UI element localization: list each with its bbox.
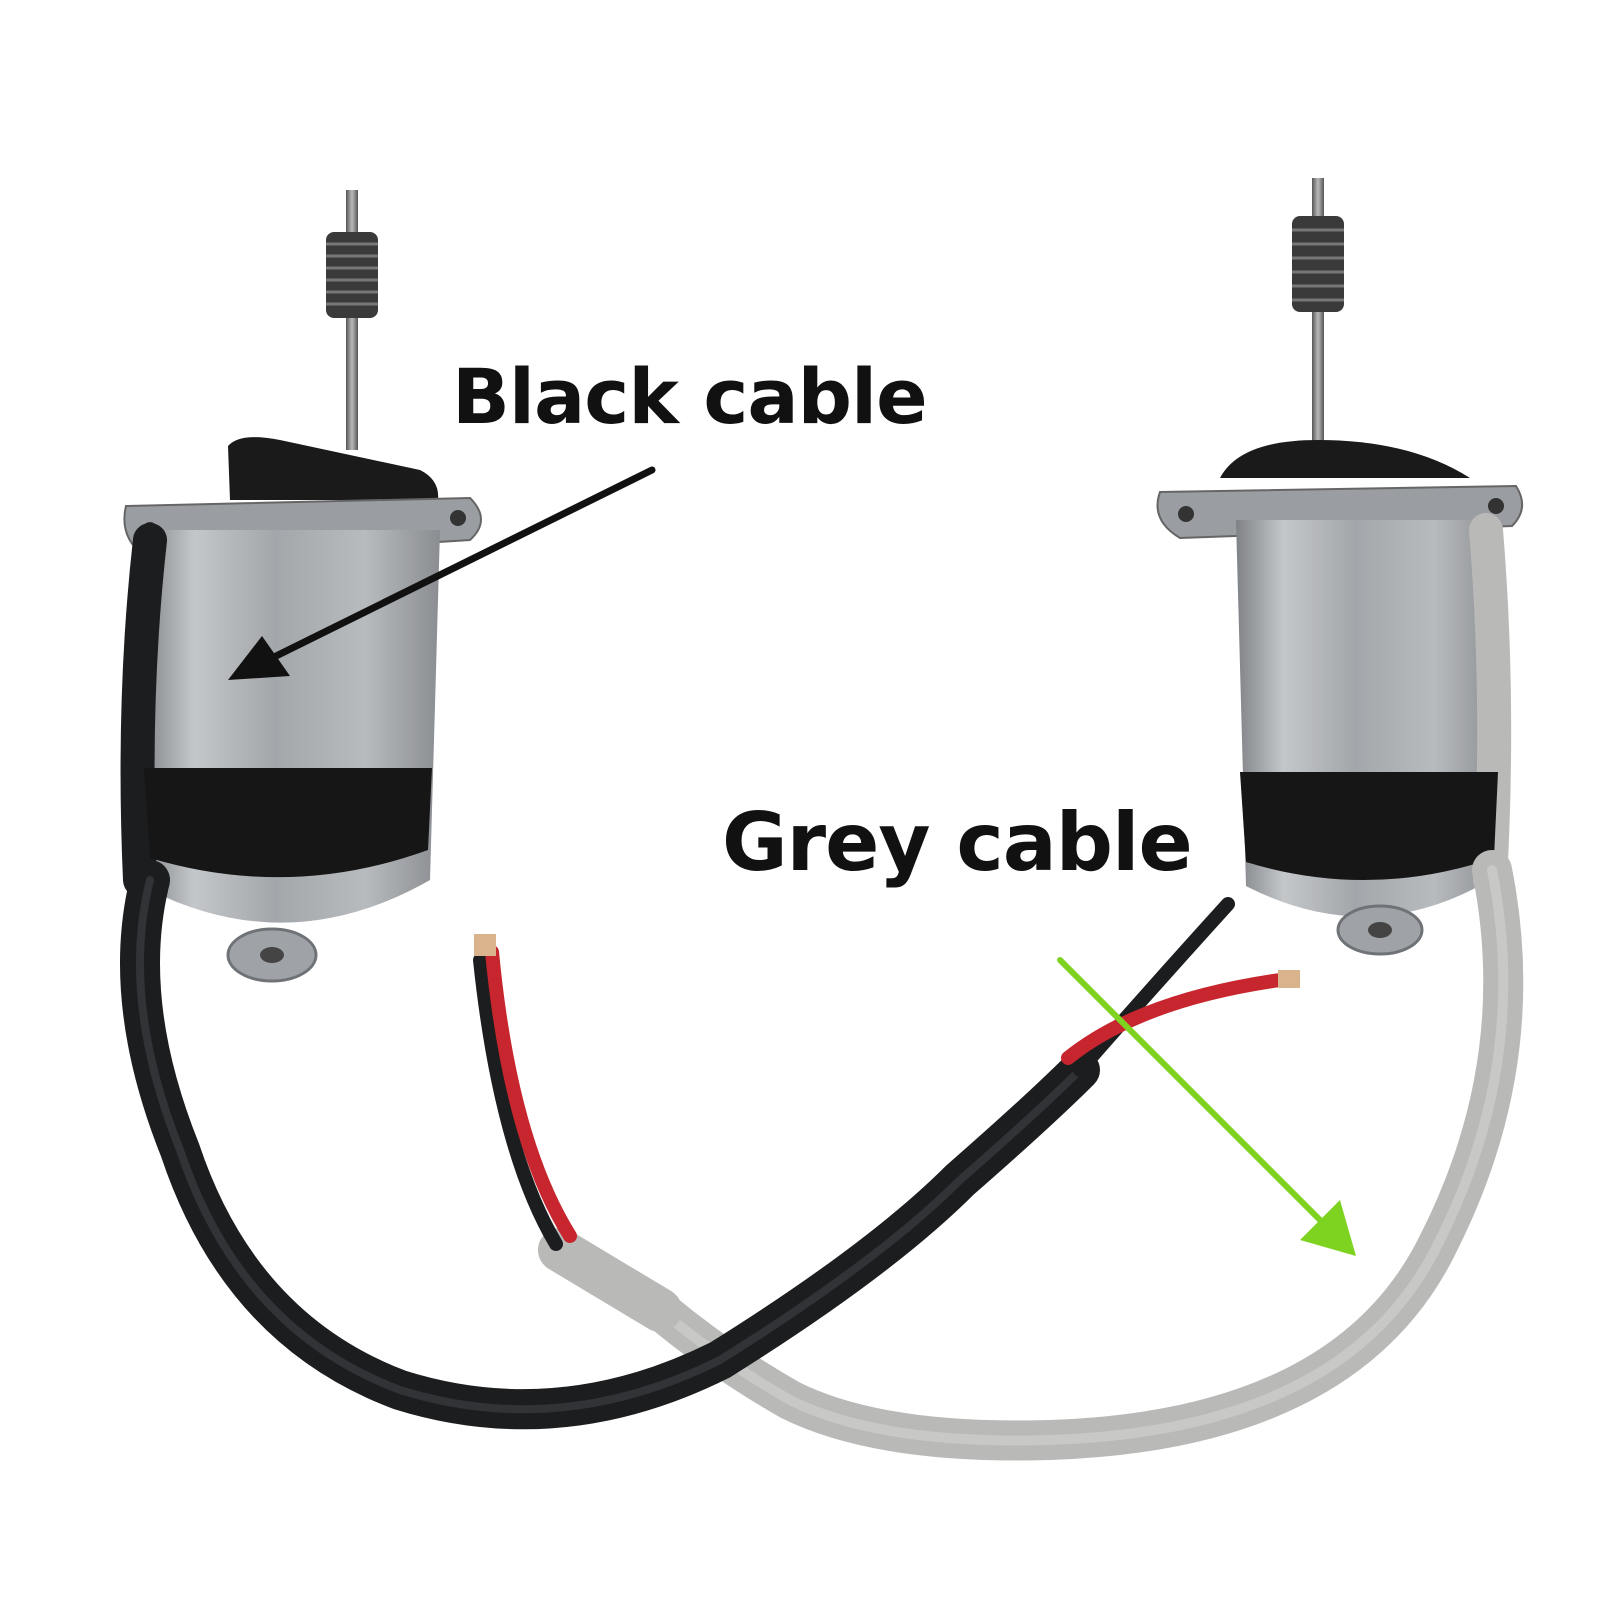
right-worm-gear [1292,216,1344,312]
grey-cable [473,850,1524,1461]
black-cable [120,860,1300,1430]
left-worm-gear [326,232,378,318]
green-arrow [1057,957,1333,1233]
black-arrow [264,466,656,664]
left-motor-cap [228,437,439,500]
red-wire-right [1061,973,1287,1065]
left-motor-band [144,768,432,878]
right-motor [1156,178,1523,956]
black-cable-label: Black cable [452,352,928,441]
red-wire-left [485,945,577,1243]
right-motor-band [1240,772,1498,881]
grey-cable-label: Grey cable [722,796,1193,889]
left-motor-shaft [346,190,358,450]
left-motor [120,190,482,983]
black-arrow-head [228,636,290,680]
right-motor-cap [1220,440,1470,478]
green-arrow-head [1300,1200,1356,1256]
